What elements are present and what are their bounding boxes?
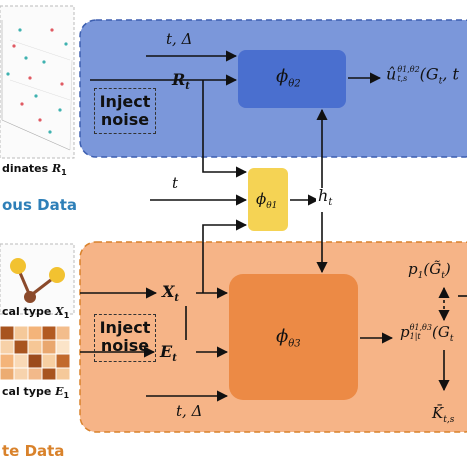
- scatter-thumbnail: [0, 5, 75, 159]
- k-label: K̄t,s: [432, 406, 454, 425]
- discrete-caption-e-text: cal type: [2, 385, 52, 398]
- h-sub: t: [328, 197, 333, 209]
- phi-theta3-label: ϕθ3: [276, 328, 301, 350]
- p1-close: ): [444, 260, 451, 278]
- h-symbol: h: [318, 186, 329, 205]
- u-output-args: (G: [419, 64, 439, 84]
- u-output-symbol: û: [386, 64, 397, 84]
- inject-noise-bottom-label: Inject noise: [99, 318, 151, 356]
- top-time-input: t, Δ: [166, 32, 192, 47]
- bottom-time-input: t, Δ: [176, 404, 202, 419]
- x-input: Xt: [162, 284, 179, 304]
- p1t-arg: (G: [431, 322, 450, 341]
- phi-theta2-sub: θ2: [288, 78, 301, 90]
- inject-noise-top-label: Inject noise: [99, 92, 151, 130]
- phi-theta1-sub: θ1: [266, 201, 278, 211]
- continuous-section-label: ous Data: [2, 198, 77, 213]
- inject-noise-top: Inject noise: [94, 88, 156, 134]
- continuous-section-text: ous Data: [2, 196, 77, 214]
- middle-t-input: t: [172, 176, 178, 191]
- discrete-caption-x-sub: 1: [63, 311, 70, 321]
- k-symbol: K̄: [432, 404, 444, 422]
- heatmap-thumbnail: [0, 325, 71, 381]
- discrete-section-label: te Data: [2, 444, 64, 459]
- discrete-caption-e: cal type E1: [2, 386, 69, 400]
- e-input-label: E: [160, 342, 173, 361]
- bottom-time-input-label: t, Δ: [176, 402, 203, 420]
- p1t-arg-sub: t: [449, 333, 454, 344]
- e-input: Et: [160, 344, 177, 364]
- continuous-caption-var: R: [52, 162, 62, 175]
- discrete-caption-x-text: cal type: [2, 305, 52, 318]
- u-output-sup: θ1,θ2: [397, 65, 420, 74]
- continuous-caption: dinates R1: [2, 163, 67, 177]
- discrete-caption-x-var: X: [55, 305, 64, 318]
- discrete-caption-e-sub: 1: [63, 391, 70, 401]
- discrete-section-text: te Data: [2, 442, 65, 460]
- p1t-sup: θ1,θ3: [409, 323, 432, 332]
- phi-theta2-block: [238, 50, 346, 108]
- discrete-caption-x: cal type X1: [2, 306, 69, 320]
- phi-theta3-symbol: ϕ: [276, 326, 289, 347]
- p1-label: p1(G̃t): [408, 262, 451, 281]
- k-sub: t,s: [443, 415, 455, 425]
- arrows: [80, 50, 467, 402]
- phi-theta3-sub: θ3: [288, 338, 301, 350]
- p1t-sub: 1|t: [409, 331, 421, 341]
- h-label: ht: [316, 186, 335, 209]
- x-input-label: X: [162, 282, 175, 301]
- r-input-sub: t: [185, 81, 190, 93]
- phi-theta2-symbol: ϕ: [276, 66, 289, 87]
- phi-theta2-label: ϕθ2: [276, 68, 301, 90]
- middle-t-input-label: t: [172, 174, 179, 192]
- top-time-input-label: t, Δ: [166, 30, 193, 48]
- p1-arg-sub: t: [441, 271, 445, 281]
- p1-sub: 1: [417, 271, 424, 281]
- phi-theta3-block: [229, 274, 358, 400]
- discrete-caption-e-var: E: [55, 385, 64, 398]
- continuous-caption-sub: 1: [61, 168, 67, 178]
- p1-arg: (G̃: [423, 260, 442, 278]
- r-input-label: R: [172, 70, 186, 89]
- graph-thumbnail: [0, 243, 75, 315]
- e-input-sub: t: [172, 353, 177, 365]
- u-output-args-sub: t: [438, 76, 443, 87]
- p1t-symbol: p: [400, 322, 410, 341]
- x-input-sub: t: [174, 293, 180, 305]
- phi-theta1-label: ϕθ1: [256, 192, 277, 211]
- u-output-sub: t,s: [397, 73, 408, 83]
- inject-noise-bottom: Inject noise: [94, 314, 156, 362]
- phi-theta1-symbol: ϕ: [256, 190, 267, 208]
- p1-symbol: p: [408, 260, 418, 278]
- phi-theta1-block: [248, 168, 288, 231]
- continuous-caption-text: dinates: [2, 162, 49, 175]
- r-input: Rt: [172, 72, 190, 92]
- u-output-tail: , t: [442, 64, 459, 84]
